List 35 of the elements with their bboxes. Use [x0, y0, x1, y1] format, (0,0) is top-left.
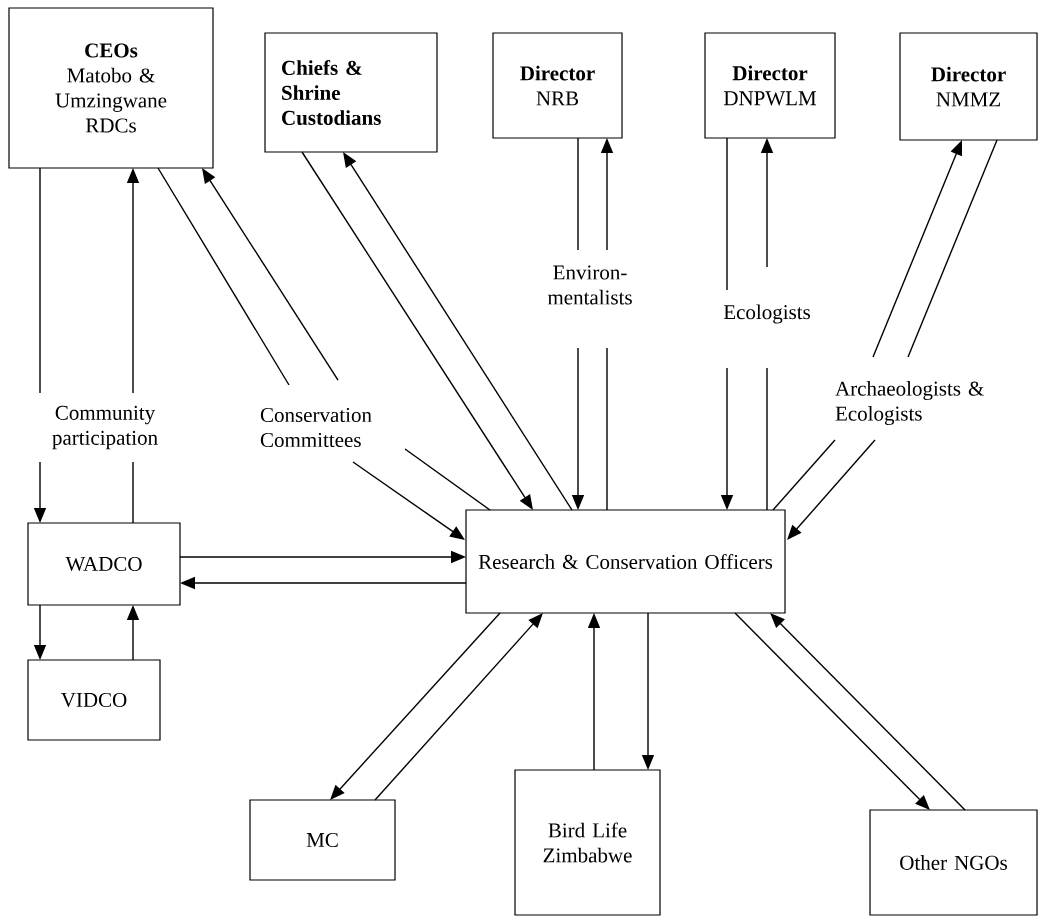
connector-line	[39, 167, 41, 394]
role-box: Chiefs & Shrine Custodians	[264, 32, 438, 153]
arrow	[352, 461, 465, 540]
arrow	[770, 613, 966, 811]
role-label: Environ- mentalists	[547, 265, 632, 305]
role-label: Community participation	[52, 405, 158, 450]
connector-line	[907, 139, 998, 358]
connector-line	[404, 448, 491, 511]
arrow	[301, 151, 533, 510]
arrow	[343, 152, 573, 511]
role-box: Director NRB	[492, 32, 623, 139]
role-label: Conservation Committees	[260, 407, 372, 448]
arrow	[330, 612, 501, 800]
connector-line	[157, 167, 290, 386]
role-box: Director NMMZ	[899, 32, 1038, 141]
connector-line	[766, 367, 768, 511]
role-box: Research & Conservation Officers	[465, 509, 786, 614]
role-box: Other NGOs	[869, 809, 1038, 916]
role-box: VIDCO	[27, 659, 161, 741]
arrow	[787, 439, 876, 540]
arrow	[374, 613, 543, 801]
role-label: Archaeologists & Ecologists	[835, 380, 984, 426]
connector-line	[726, 137, 728, 291]
arrow	[734, 612, 930, 810]
connector-line	[577, 137, 579, 251]
role-label: Ecologists	[723, 304, 810, 324]
connector-line	[132, 461, 134, 524]
arrow	[202, 168, 339, 381]
role-box: CEOs Matobo & Umzingwane RDCs	[8, 7, 214, 169]
role-box: Director DNPWLM	[704, 32, 836, 139]
connector-line	[606, 347, 608, 511]
role-box: Bird Life Zimbabwe	[514, 769, 661, 916]
role-box: MC	[249, 799, 396, 881]
role-box: WADCO	[27, 522, 181, 606]
connector-line	[772, 439, 836, 511]
